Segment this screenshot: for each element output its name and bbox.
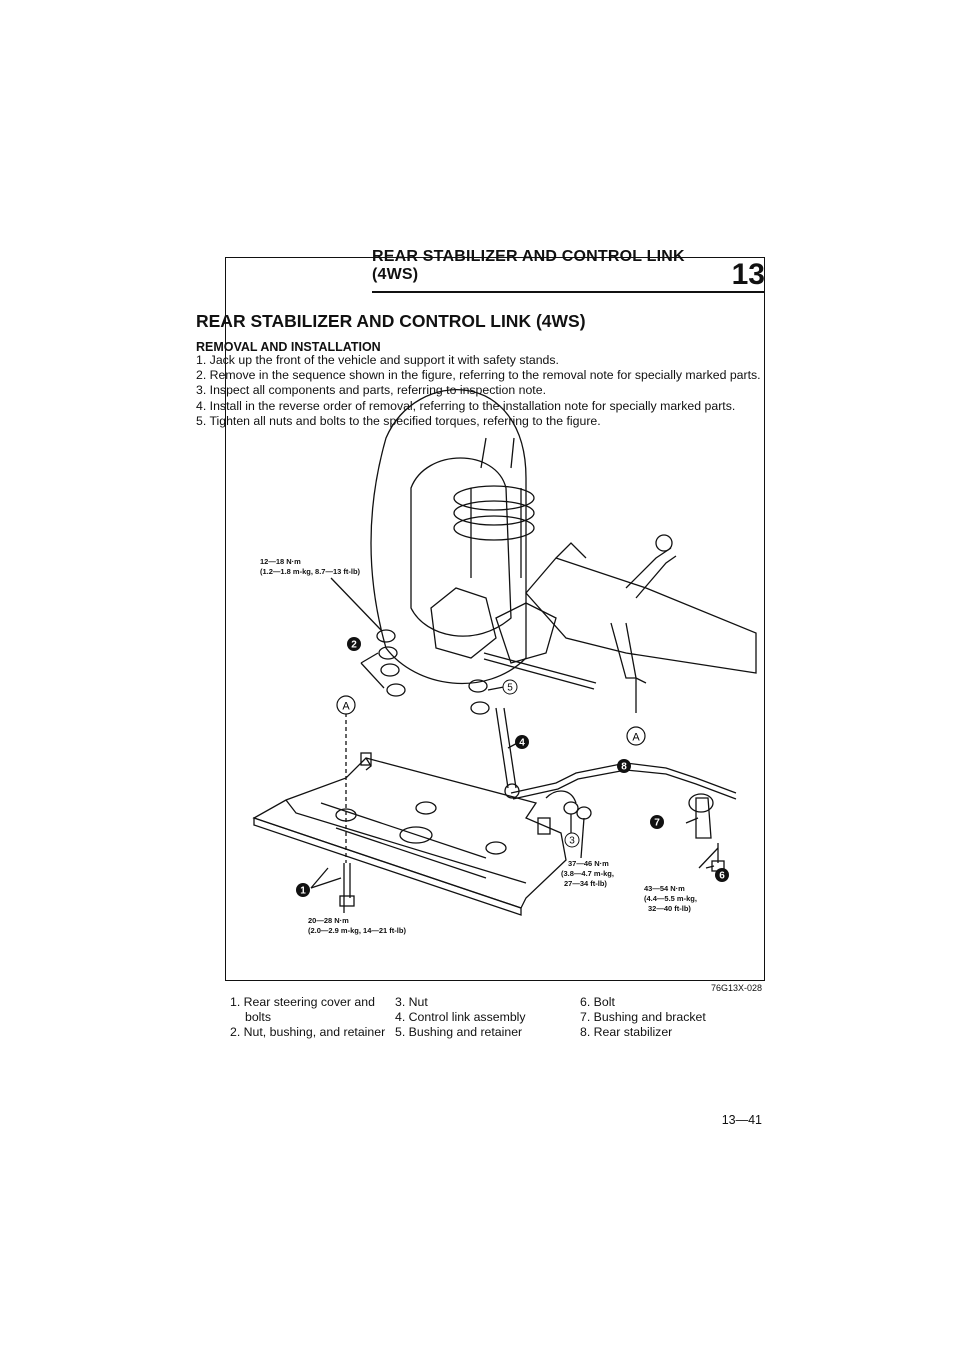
legend-column-3: 6. Bolt 7. Bushing and bracket 8. Rear s… [580, 995, 706, 1041]
torque-label: (1.2—1.8 m-kg, 8.7—13 ft-lb) [260, 567, 361, 576]
svg-text:8: 8 [621, 762, 627, 773]
torque-label: (2.0—2.9 m-kg, 14—21 ft-lb) [308, 926, 406, 935]
svg-text:A: A [632, 732, 640, 744]
callout-7: 7 [650, 815, 664, 829]
svg-text:5: 5 [507, 683, 513, 694]
control-link [468, 679, 520, 799]
callout-3: 3 [564, 832, 580, 848]
suspension-diagram: A A 1 2 4 8 7 6 5 3 12—18 N·m (1.2—1.8 m… [252, 389, 757, 935]
svg-text:2: 2 [351, 640, 357, 651]
torque-label: 20—28 N·m [308, 916, 349, 925]
exploded-diagram-figure: A A 1 2 4 8 7 6 5 3 12—18 N·m (1.2—1.8 m… [225, 257, 765, 981]
page-number: 13—41 [721, 1113, 762, 1127]
legend-item: 7. Bushing and bracket [580, 1010, 706, 1025]
figure-code: 76G13X-028 [710, 983, 762, 993]
torque-label: (4.4—5.5 m-kg, [644, 894, 697, 903]
coil-spring [453, 437, 535, 578]
step-item: 3. Inspect all components and parts, ref… [196, 383, 546, 398]
step-item: 2. Remove in the sequence shown in the f… [196, 368, 761, 383]
crossmember [525, 557, 757, 674]
section-title: REAR STABILIZER AND CONTROL LINK (4WS) [196, 311, 586, 331]
callout-a-left: A [336, 695, 356, 715]
step-item: 5. Tighten all nuts and bolts to the spe… [196, 413, 601, 428]
callout-5: 5 [502, 679, 518, 695]
svg-text:1: 1 [300, 886, 306, 897]
step-item: 4. Install in the reverse order of remov… [196, 398, 736, 413]
svg-text:7: 7 [654, 818, 660, 829]
procedure-steps: 1. Jack up the front of the vehicle and … [196, 353, 776, 429]
callout-1: 1 [296, 883, 310, 897]
callout-a-right: A [626, 726, 646, 746]
legend-column-2: 3. Nut 4. Control link assembly 5. Bushi… [395, 995, 526, 1041]
callout-8: 8 [617, 759, 631, 773]
callout-6: 6 [715, 868, 729, 882]
legend-item: 2. Nut, bushing, and retainer [230, 1025, 386, 1040]
legend-item: 5. Bushing and retainer [395, 1025, 523, 1040]
callout-4: 4 [515, 735, 529, 749]
torque-label: 37—46 N·m [568, 859, 609, 868]
svg-text:6: 6 [719, 871, 725, 882]
legend-item: 3. Nut [395, 995, 428, 1009]
torque-label: 12—18 N·m [260, 557, 301, 566]
legend-item: 4. Control link assembly [395, 1010, 526, 1025]
svg-text:A: A [342, 701, 350, 713]
legend-item: 6. Bolt [580, 995, 615, 1009]
header-title: REAR STABILIZER AND CONTROL LINK (4WS) [372, 248, 685, 283]
header-rule [372, 291, 765, 293]
subsection-title: REMOVAL AND INSTALLATION [196, 340, 381, 354]
callout-2: 2 [347, 637, 361, 651]
torque-label: 43—54 N·m [644, 884, 685, 893]
chapter-number: 13 [731, 258, 765, 291]
legend-column-1: 1. Rear steering cover and bolts 2. Nut,… [230, 995, 385, 1041]
legend-item: bolts [245, 1010, 271, 1025]
torque-label: (3.8—4.7 m-kg, [561, 869, 614, 878]
svg-text:4: 4 [519, 738, 525, 749]
torque-label: 27—34 ft-lb) [564, 879, 607, 888]
wheel-outline [370, 389, 527, 685]
svg-text:3: 3 [569, 836, 575, 847]
legend-item: 8. Rear stabilizer [580, 1025, 673, 1040]
torque-label: 32—40 ft-lb) [648, 904, 691, 913]
page-header: REAR STABILIZER AND CONTROL LINK (4WS) 1… [372, 248, 765, 293]
legend-item: 1. Rear steering cover and [230, 995, 375, 1009]
steering-cover [252, 752, 567, 916]
step-item: 1. Jack up the front of the vehicle and … [196, 353, 559, 367]
